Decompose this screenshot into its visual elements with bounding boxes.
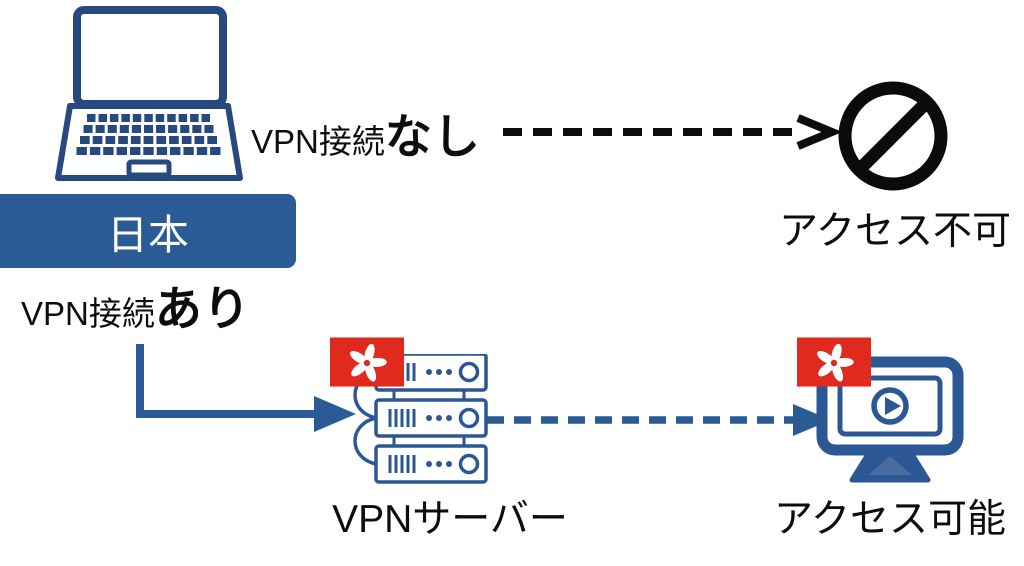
- no-vpn-label-emphasis: なし: [384, 110, 481, 163]
- hong-kong-flag-icon: [330, 337, 404, 387]
- no-vpn-dashed-arrow: [503, 114, 843, 150]
- laptop-icon: [55, 6, 243, 181]
- access-denied-label: アクセス不可: [778, 210, 1012, 253]
- play-button-icon: [871, 387, 909, 425]
- japan-region-text: 日本: [107, 212, 189, 258]
- with-vpn-label-prefix: VPN接続: [21, 295, 155, 332]
- server-leds: [426, 369, 452, 467]
- vpn-server-label: VPNサーバー: [332, 498, 568, 541]
- vpn-solid-arrow: [136, 344, 356, 432]
- with-vpn-label-emphasis: あり: [154, 282, 251, 335]
- japan-region-label: 日本: [0, 194, 296, 268]
- laptop-keyboard: [76, 114, 221, 155]
- access-allowed-label: アクセス可能: [773, 498, 1007, 541]
- hong-kong-flag-icon: [797, 337, 871, 387]
- no-vpn-label: VPN接続 なし: [251, 98, 481, 167]
- with-vpn-label: VPN接続 あり: [21, 270, 251, 339]
- no-vpn-label-prefix: VPN接続: [251, 123, 385, 160]
- vpn-dashed-arrow: [487, 404, 831, 436]
- prohibition-icon: [838, 81, 948, 191]
